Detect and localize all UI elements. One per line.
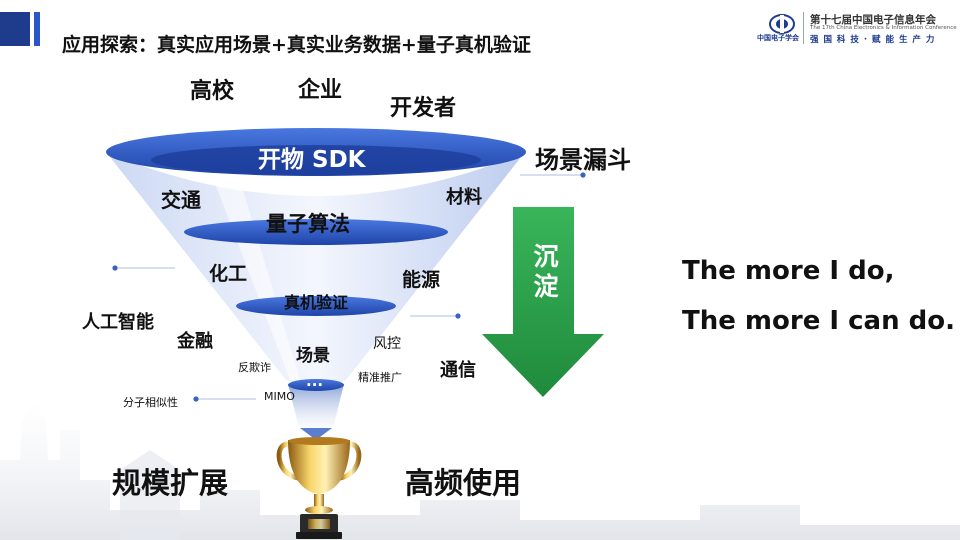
domain-precision-promo: 精准推广 bbox=[358, 371, 402, 384]
domain-telecom: 通信 bbox=[440, 360, 476, 381]
sediment-arrow bbox=[482, 207, 604, 397]
domain-energy: 能源 bbox=[402, 269, 441, 291]
funnel-layer-ellipsis: ... bbox=[306, 372, 324, 390]
funnel-ring-3 bbox=[236, 296, 396, 316]
funnel-layer-hardware: 真机验证 bbox=[284, 293, 349, 312]
funnel-layer-sdk: 开物 SDK bbox=[258, 147, 366, 173]
funnel-ring-4 bbox=[288, 379, 344, 391]
domain-anti-fraud: 反欺诈 bbox=[238, 361, 271, 374]
domain-finance: 金融 bbox=[177, 331, 213, 352]
corner-accent-stripe bbox=[34, 12, 40, 46]
cie-logo-text: 中国电子学会 bbox=[757, 34, 799, 42]
connector-dot-3 bbox=[455, 313, 461, 319]
corner-accent-bar bbox=[0, 12, 30, 46]
domain-ai: 人工智能 bbox=[82, 312, 154, 333]
funnel-spout bbox=[288, 384, 344, 440]
label-scenario-funnel: 场景漏斗 bbox=[535, 146, 631, 174]
quote-line-1: The more I do, bbox=[682, 256, 895, 286]
connector-dot-4 bbox=[193, 396, 199, 402]
funnel-layer-algorithm: 量子算法 bbox=[266, 212, 350, 236]
domain-transport: 交通 bbox=[161, 188, 201, 212]
arrow-label-sediment: 沉淀 bbox=[533, 242, 559, 301]
conference-subtitle: The 17th China Electronics & Information… bbox=[810, 25, 957, 31]
funnel-layer-scenario: 场景 bbox=[296, 346, 330, 366]
conference-title: 第十七届中国电子信息年会 bbox=[810, 14, 936, 26]
label-scale-up: 规模扩展 bbox=[112, 466, 229, 500]
funnel-spout-tip bbox=[300, 428, 332, 440]
domain-molecular-similarity: 分子相似性 bbox=[123, 396, 178, 409]
label-frequent-use: 高频使用 bbox=[405, 466, 522, 500]
conference-emblem-icon bbox=[769, 14, 795, 34]
logo-divider bbox=[803, 12, 804, 44]
label-developer: 开发者 bbox=[390, 96, 457, 121]
slide-title: 应用探索：真实应用场景+真实业务数据+量子真机验证 bbox=[62, 34, 531, 56]
connector-dot-1 bbox=[580, 172, 586, 178]
domain-materials: 材料 bbox=[446, 187, 482, 208]
quote-line-2: The more I can do. bbox=[682, 306, 955, 336]
domain-risk-control: 风控 bbox=[373, 336, 401, 352]
label-university: 高校 bbox=[190, 79, 235, 104]
funnel-body bbox=[106, 152, 525, 387]
connector-dot-2 bbox=[112, 265, 118, 271]
trophy-icon bbox=[276, 437, 362, 539]
funnel-ring-2 bbox=[184, 219, 448, 245]
funnel-ring-1-inner bbox=[151, 145, 481, 175]
domain-chemical: 化工 bbox=[209, 263, 248, 285]
domain-mimo: MIMO bbox=[264, 390, 295, 403]
conference-slogan: 强 国 科 技 · 赋 能 生 产 力 bbox=[810, 35, 936, 45]
label-enterprise: 企业 bbox=[298, 78, 343, 103]
skyline-background bbox=[0, 400, 960, 540]
